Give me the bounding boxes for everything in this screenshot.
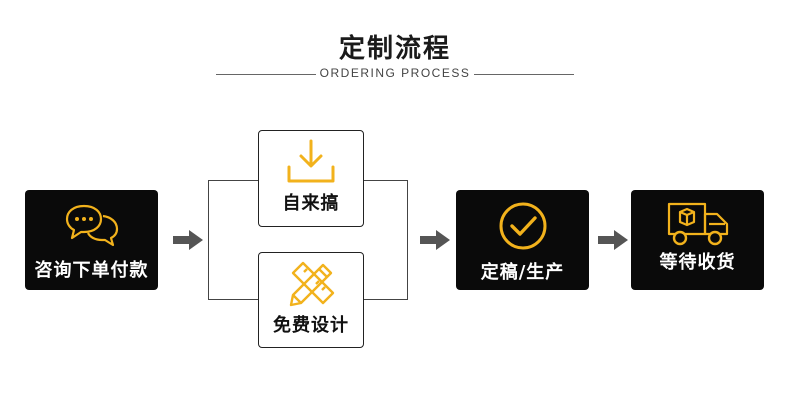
subtitle-row: ORDERING PROCESS: [0, 66, 790, 82]
page-title: 定制流程: [338, 34, 451, 64]
step-label: 自来搞: [282, 193, 340, 214]
chat-bubbles-icon: [65, 204, 118, 247]
step-label: 免费设计: [273, 315, 349, 336]
step-finalize-produce: 定稿/生产: [456, 190, 589, 290]
page-subtitle: ORDERING PROCESS: [319, 66, 471, 80]
arrow-right-icon: [598, 230, 628, 250]
divider-right: [474, 74, 574, 75]
divider-left: [216, 74, 316, 75]
step-self-provided: 自来搞: [258, 130, 364, 227]
arrow-right-icon: [420, 230, 450, 250]
split-connector: [208, 180, 258, 300]
pencil-ruler-icon: [289, 261, 335, 307]
step-label: 咨询下单付款: [34, 260, 149, 281]
step-free-design: 免费设计: [258, 252, 364, 348]
step-label: 等待收货: [659, 252, 736, 273]
step-consult-order-pay: 咨询下单付款: [25, 190, 158, 290]
step-label: 定稿/生产: [480, 262, 565, 283]
step-await-delivery: 等待收货: [631, 190, 764, 290]
merge-connector: [363, 180, 408, 300]
delivery-truck-icon: [667, 202, 728, 246]
arrow-right-icon: [173, 230, 203, 250]
download-icon: [287, 139, 335, 183]
check-circle-icon: [499, 202, 546, 250]
